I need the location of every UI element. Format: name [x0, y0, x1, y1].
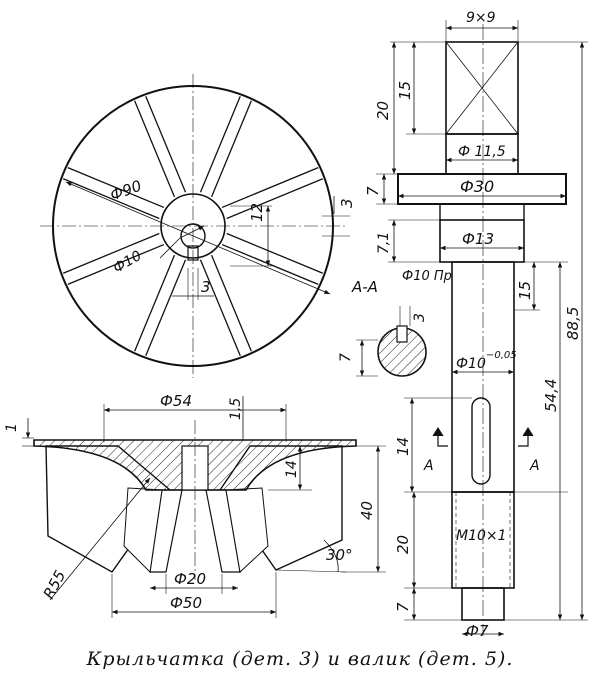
shaft-dim-dia-7: Ф7 [466, 622, 489, 640]
blade-edge-line [221, 243, 319, 285]
shaft-dim-15-offset: 15 [516, 281, 534, 300]
dim-dia-50: Ф50 [170, 594, 202, 612]
shaft-keyway [471, 397, 491, 485]
section-aa-title: А-А [351, 278, 378, 296]
blade-edge-line [62, 232, 160, 274]
shaft-dim-7-tip: 7 [394, 602, 412, 612]
section-aa-flat-7: 7 [338, 353, 354, 362]
blade-edge-line [199, 259, 241, 357]
shaft-dim-7-collar: 7 [364, 186, 382, 196]
blade-edge-line [226, 232, 324, 274]
section-aa-key-3: 3 [412, 313, 428, 322]
shaft-dim-20-thread: 20 [394, 535, 412, 554]
shaft-dim-7-1: 7,1 [376, 232, 392, 254]
dim-step-1-5: 1,5 [228, 398, 244, 420]
dim-radius-55: R55 [40, 567, 70, 602]
blade-edge-line [221, 167, 319, 209]
dim-dia-90: Ф90 [108, 177, 144, 205]
dim-blade-3-right: 3 [338, 198, 356, 208]
shaft-cut-mark-left: А [423, 458, 434, 474]
shaft-dim-88-5: 88,5 [564, 307, 582, 340]
shaft-dim-tolerance: −0,05 [486, 350, 517, 361]
dim-slot-12: 12 [248, 203, 266, 222]
shaft-thread-label: M10×1 [456, 528, 507, 544]
impeller-section-view [22, 396, 386, 618]
dim-height-40: 40 [358, 501, 376, 520]
section-aa [356, 306, 427, 377]
shaft-dim-dia-10: Ф10 [456, 356, 486, 372]
shaft-cut-mark-right: А [529, 458, 540, 474]
shaft-dim-15-square: 15 [396, 81, 414, 100]
blade-edge-line [210, 100, 252, 198]
dim-plate-1: 1 [4, 423, 20, 432]
dim-blade-14: 14 [284, 460, 300, 478]
blade-edge-line [134, 100, 176, 198]
dim-dia-20: Ф20 [174, 570, 206, 588]
blade-edge-line [145, 95, 187, 193]
shaft-dim-20-top: 20 [374, 101, 392, 120]
shaft-dim-dia-11-5: Ф 11,5 [458, 144, 506, 160]
dim-angle-30: 30° [326, 546, 353, 564]
impeller-top-view [40, 74, 350, 378]
shaft-dim-dia-30: Ф30 [460, 177, 494, 196]
figure-caption: Крыльчатка (дет. 3) и валик (дет. 5). [86, 648, 514, 670]
blade-mid-right [225, 487, 269, 573]
shaft-dim-54-4: 54,4 [542, 379, 560, 412]
dim-slot-3: 3 [201, 278, 211, 296]
blade-edge-line [145, 259, 187, 357]
shaft-dim-14-slot: 14 [394, 437, 412, 456]
shaft-dim-dia-fit: Ф10 Пр [402, 269, 452, 284]
blade-edge-line [210, 254, 252, 352]
blade-edge-line [199, 95, 241, 193]
shaft-collar [397, 173, 567, 205]
blade-edge-line [226, 178, 324, 220]
shaft-dim-dia-13: Ф13 [462, 230, 494, 248]
blade-edge-line [134, 254, 176, 352]
section-aa-keyslot [396, 325, 408, 343]
shaft-dim-9x9: 9×9 [466, 10, 496, 26]
dim-dia-54: Ф54 [160, 392, 192, 410]
shaft-view [376, 20, 588, 637]
